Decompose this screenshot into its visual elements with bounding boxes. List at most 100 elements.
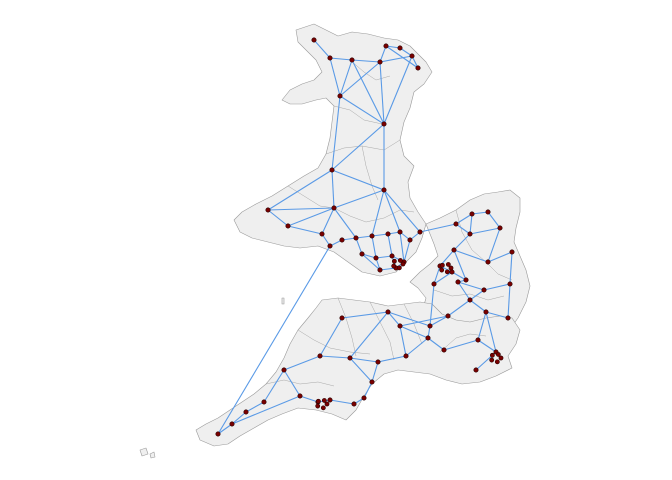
- network-edge: [447, 299, 471, 317]
- network-edge: [319, 317, 343, 357]
- network-edge: [485, 311, 497, 353]
- network-edge: [267, 209, 289, 227]
- network-node: [453, 221, 459, 227]
- network-edge: [487, 251, 513, 263]
- network-node: [397, 229, 403, 235]
- network-node: [229, 421, 235, 427]
- network-edge: [507, 283, 511, 319]
- network-edge: [339, 59, 353, 97]
- network-edge: [283, 369, 301, 397]
- network-edge: [383, 55, 413, 125]
- network-edge: [351, 59, 381, 63]
- network-edge: [331, 95, 341, 171]
- network-edge: [371, 189, 385, 237]
- network-edge: [319, 355, 351, 359]
- network-node: [389, 253, 395, 259]
- network-node: [339, 237, 345, 243]
- network-edge: [267, 207, 335, 211]
- network-edge: [379, 61, 385, 125]
- network-node: [473, 367, 479, 373]
- network-node: [415, 65, 421, 71]
- network-edge: [371, 361, 379, 383]
- network-edge: [339, 61, 381, 97]
- network-edge: [371, 233, 389, 237]
- network-edge: [371, 235, 377, 259]
- network-node: [385, 309, 391, 315]
- network-edge: [383, 189, 421, 233]
- network-edge: [451, 271, 467, 281]
- network-edge: [383, 189, 401, 233]
- network-node: [321, 398, 327, 403]
- network-edge: [483, 283, 511, 291]
- district-boundaries: [265, 59, 513, 387]
- network-node: [317, 353, 323, 359]
- network-nodes: [215, 37, 515, 437]
- network-node: [327, 243, 333, 249]
- network-edge: [385, 45, 419, 69]
- network-node: [381, 187, 387, 193]
- network-edge: [363, 381, 373, 399]
- network-edge: [379, 55, 413, 63]
- network-node: [339, 315, 345, 321]
- network-edge: [263, 369, 285, 403]
- network-edge: [313, 39, 331, 59]
- network-node: [485, 209, 491, 215]
- network-node: [483, 309, 489, 315]
- network-edge: [287, 225, 323, 235]
- network-node: [417, 229, 423, 235]
- network-edge: [477, 339, 497, 353]
- network-edge: [231, 411, 247, 425]
- network-edge: [329, 57, 341, 97]
- network-node: [369, 379, 375, 385]
- scilly-isles: [139, 447, 149, 457]
- network-edge: [399, 325, 429, 339]
- network-edge: [509, 251, 513, 285]
- network-node: [373, 255, 379, 261]
- network-node: [448, 265, 454, 271]
- network-node: [489, 357, 495, 363]
- network-edge: [349, 357, 373, 383]
- network-node: [285, 223, 291, 229]
- network-node: [331, 205, 337, 211]
- network-node: [425, 335, 431, 341]
- network-node: [494, 359, 500, 365]
- network-node: [505, 315, 511, 321]
- network-node: [485, 259, 491, 265]
- network-edge: [477, 311, 487, 341]
- network-edge: [355, 237, 363, 255]
- network-edge: [427, 337, 445, 351]
- network-node: [320, 405, 326, 411]
- network-node: [439, 262, 445, 268]
- network-node: [324, 401, 330, 407]
- network-edge: [377, 355, 407, 363]
- network-edge: [469, 213, 473, 235]
- network-node: [361, 395, 367, 401]
- network-node: [498, 355, 504, 361]
- network-edge: [349, 357, 379, 363]
- network-edge: [469, 299, 487, 313]
- network-node: [449, 269, 455, 275]
- network-edge: [321, 207, 335, 235]
- network-edge: [443, 339, 479, 351]
- network-edge: [387, 233, 393, 257]
- network-node: [509, 249, 515, 255]
- network-edge: [457, 281, 471, 301]
- network-node: [445, 262, 451, 267]
- network-node: [281, 367, 287, 373]
- network-node: [381, 121, 387, 127]
- network-node: [261, 399, 267, 405]
- network-edge: [455, 213, 473, 225]
- lundy-island: [281, 297, 285, 305]
- network-node: [507, 281, 513, 287]
- wales-region: [233, 23, 433, 277]
- landmass: [139, 23, 531, 459]
- network-edges: [217, 39, 513, 435]
- network-node: [351, 401, 357, 407]
- network-edge: [399, 325, 407, 357]
- network-edge: [331, 169, 335, 209]
- network-edge: [287, 207, 335, 227]
- network-node: [359, 251, 365, 257]
- network-node: [385, 231, 391, 237]
- network-edge: [231, 395, 301, 425]
